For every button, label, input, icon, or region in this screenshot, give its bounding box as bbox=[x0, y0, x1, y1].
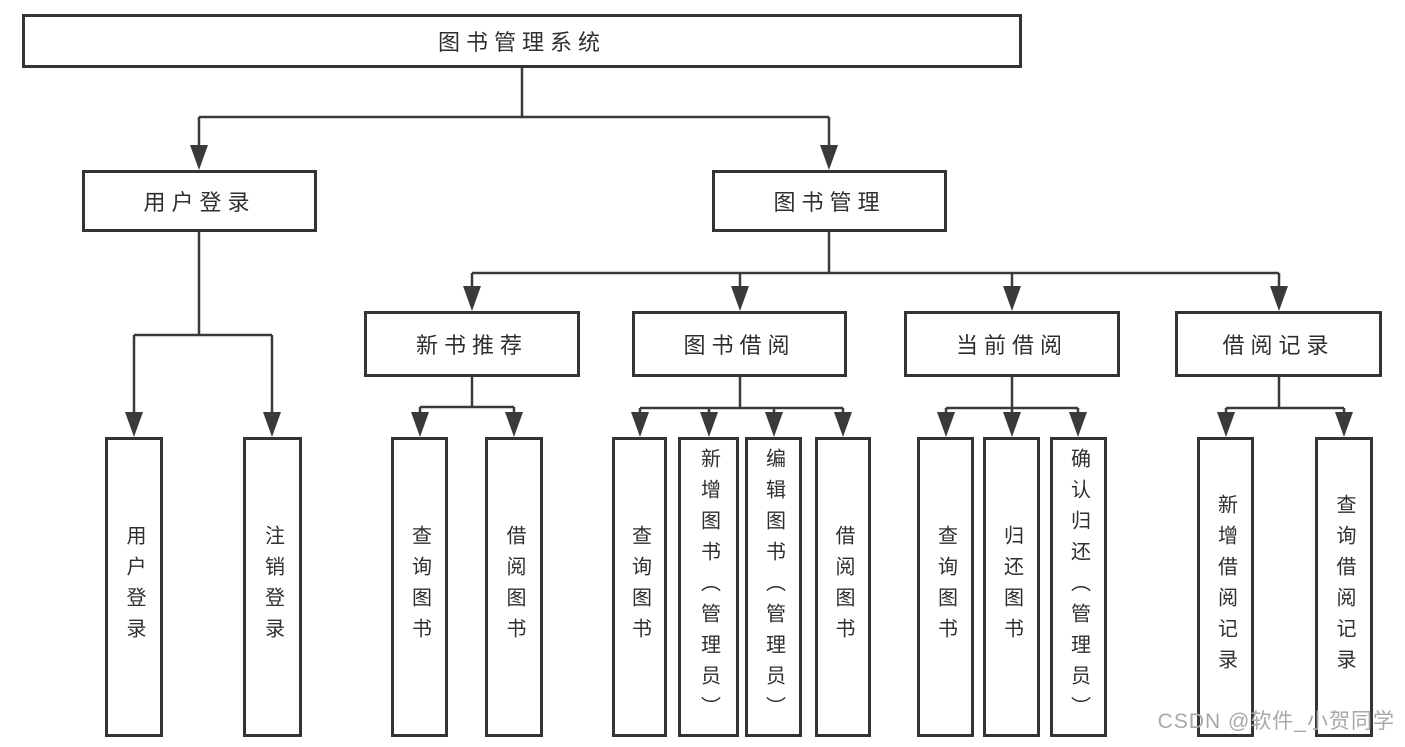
connector-book-management bbox=[470, 232, 1281, 287]
connector-current-borrow bbox=[944, 377, 1080, 413]
node-borrow-records: 借阅记录 bbox=[1175, 311, 1382, 377]
leaf-query-borrow-record: 查询借阅记录 bbox=[1315, 437, 1373, 737]
leaf-edit-book-admin-label: 编辑图书（管理员） bbox=[762, 447, 785, 727]
arrowhead bbox=[937, 412, 955, 437]
node-book-management: 图书管理 bbox=[712, 170, 947, 232]
leaf-query-books-borrow: 查询图书 bbox=[612, 437, 667, 737]
arrowhead bbox=[125, 412, 143, 437]
node-current-borrow: 当前借阅 bbox=[904, 311, 1120, 377]
arrowhead bbox=[631, 412, 649, 437]
connector-root bbox=[197, 68, 831, 146]
leaf-edit-book-admin: 编辑图书（管理员） bbox=[745, 437, 802, 737]
leaf-add-book-admin-label: 新增图书（管理员） bbox=[697, 447, 720, 727]
leaf-query-books-current: 查询图书 bbox=[917, 437, 974, 737]
arrowhead bbox=[1003, 412, 1021, 437]
leaf-borrow-books-label: 借阅图书 bbox=[832, 525, 854, 649]
arrowhead bbox=[765, 412, 783, 437]
arrowhead bbox=[463, 286, 481, 311]
leaf-borrow-books-recommend-label: 借阅图书 bbox=[503, 525, 525, 649]
node-user-login-label: 用户登录 bbox=[143, 190, 256, 215]
arrowhead bbox=[1335, 412, 1353, 437]
node-current-borrow-label: 当前借阅 bbox=[955, 333, 1068, 358]
arrowhead bbox=[505, 412, 523, 437]
node-user-login: 用户登录 bbox=[82, 170, 317, 232]
leaf-logout: 注销登录 bbox=[243, 437, 302, 737]
arrowheads-book-management bbox=[463, 286, 1288, 311]
leaf-add-borrow-record-label: 新增借阅记录 bbox=[1214, 494, 1237, 680]
leaf-borrow-books-recommend: 借阅图书 bbox=[485, 437, 543, 737]
leaf-logout-label: 注销登录 bbox=[261, 525, 284, 649]
connector-book-borrow bbox=[638, 377, 845, 413]
node-book-management-label: 图书管理 bbox=[773, 190, 886, 215]
leaf-add-borrow-record: 新增借阅记录 bbox=[1197, 437, 1254, 737]
node-book-borrow-label: 图书借阅 bbox=[683, 333, 796, 358]
arrowheads-book-borrow bbox=[631, 412, 852, 437]
leaf-return-books-label: 归还图书 bbox=[1000, 525, 1023, 649]
leaf-query-books-recommend: 查询图书 bbox=[391, 437, 448, 737]
arrowheads-new-book-recommend bbox=[411, 412, 523, 437]
arrowhead bbox=[731, 286, 749, 311]
arrowheads-current-borrow bbox=[937, 412, 1087, 437]
leaf-query-books-current-label: 查询图书 bbox=[934, 525, 957, 649]
leaf-query-books-recommend-label: 查询图书 bbox=[408, 525, 431, 649]
arrowhead bbox=[834, 412, 852, 437]
leaf-user-login: 用户登录 bbox=[105, 437, 163, 737]
arrowheads-borrow-records bbox=[1217, 412, 1353, 437]
arrowhead bbox=[263, 412, 281, 437]
arrowheads-user-login bbox=[125, 412, 281, 437]
node-book-borrow: 图书借阅 bbox=[632, 311, 847, 377]
leaf-confirm-return-admin: 确认归还（管理员） bbox=[1050, 437, 1107, 737]
arrowhead bbox=[1069, 412, 1087, 437]
connector-user-login bbox=[132, 232, 274, 413]
node-new-book-recommend: 新书推荐 bbox=[364, 311, 580, 377]
node-root-label: 图书管理系统 bbox=[437, 30, 606, 55]
leaf-query-books-borrow-label: 查询图书 bbox=[628, 525, 651, 649]
arrowhead bbox=[700, 412, 718, 437]
connector-new-book-recommend bbox=[418, 377, 516, 413]
leaf-add-book-admin: 新增图书（管理员） bbox=[678, 437, 739, 737]
arrowhead bbox=[820, 145, 838, 170]
arrowhead bbox=[1270, 286, 1288, 311]
node-root-system: 图书管理系统 bbox=[22, 14, 1022, 68]
arrowhead bbox=[1003, 286, 1021, 311]
watermark: CSDN @软件_小贺同学 bbox=[1157, 710, 1395, 733]
leaf-return-books: 归还图书 bbox=[983, 437, 1040, 737]
arrowhead bbox=[1217, 412, 1235, 437]
arrowheads-root bbox=[190, 145, 838, 170]
leaf-confirm-return-admin-label: 确认归还（管理员） bbox=[1067, 447, 1090, 727]
node-new-book-recommend-label: 新书推荐 bbox=[415, 333, 528, 358]
node-borrow-records-label: 借阅记录 bbox=[1222, 333, 1335, 358]
arrowhead bbox=[190, 145, 208, 170]
arrowhead bbox=[411, 412, 429, 437]
leaf-user-login-label: 用户登录 bbox=[123, 525, 145, 649]
leaf-query-borrow-record-label: 查询借阅记录 bbox=[1333, 494, 1355, 680]
connector-borrow-records bbox=[1224, 377, 1346, 413]
leaf-borrow-books: 借阅图书 bbox=[815, 437, 871, 737]
